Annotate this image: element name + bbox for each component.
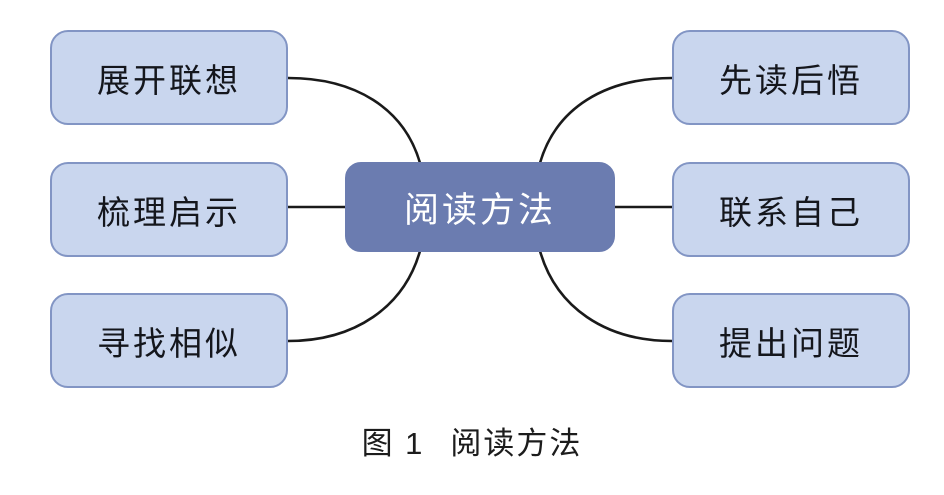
branch-node-left-2[interactable]: 梳理启示 [50,162,288,257]
branch-node-label: 联系自己 [719,193,863,231]
figure-title: 阅读方法 [450,426,583,461]
branch-node-label: 先读后悟 [719,61,863,99]
center-node[interactable]: 阅读方法 [345,162,615,252]
connector-right-bottom [538,249,674,343]
branch-node-label: 寻找相似 [97,324,241,362]
center-node-label: 阅读方法 [403,190,556,230]
connector-left-bottom [286,249,422,343]
branch-node-left-1[interactable]: 展开联想 [50,30,288,125]
figure-caption: 图 1 阅读方法 [0,418,944,463]
connector-left-top [286,76,422,165]
branch-node-label: 梳理启示 [97,193,241,231]
branch-node-right-3[interactable]: 提出问题 [672,293,910,388]
figure-number: 图 1 [361,426,425,461]
branch-node-right-1[interactable]: 先读后悟 [672,30,910,125]
branch-node-label: 提出问题 [719,324,863,362]
branch-node-left-3[interactable]: 寻找相似 [50,293,288,388]
connector-right-top [538,76,674,165]
branch-node-right-2[interactable]: 联系自己 [672,162,910,257]
branch-node-label: 展开联想 [97,61,241,99]
